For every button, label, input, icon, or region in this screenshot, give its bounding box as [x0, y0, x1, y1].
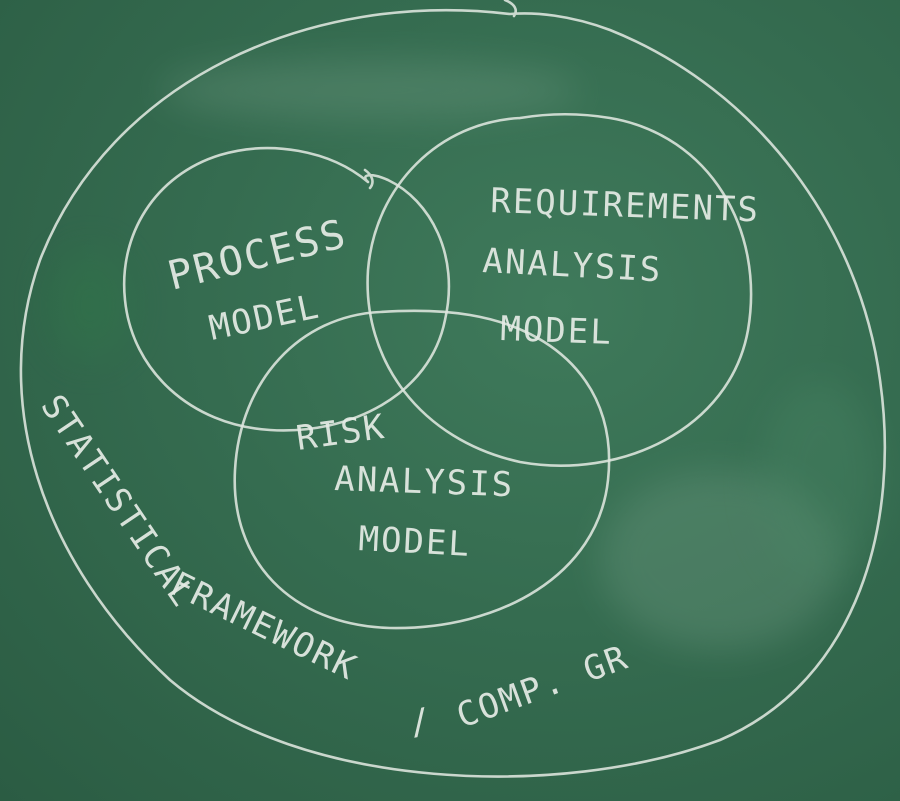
risk-label-line2: ANALYSIS — [334, 459, 515, 505]
caption-framework: FRAMEWORK — [164, 564, 363, 689]
caption-separator: / — [406, 700, 436, 744]
requirements-circle — [366, 112, 753, 467]
caption-comp-gr: COMP. GR — [451, 637, 634, 736]
risk-circle — [233, 309, 611, 630]
requirements-label-line3: MODEL — [500, 309, 614, 353]
requirements-label-line2: ANALYSIS — [482, 241, 664, 290]
chalk-smudge — [50, 250, 130, 360]
process-label-line1: PROCESS — [163, 211, 351, 300]
process-label-line2: MODEL — [206, 286, 324, 348]
outer-circle — [19, 0, 887, 778]
risk-label-line3: MODEL — [358, 519, 472, 565]
requirements-label-line1: REQUIREMENTS — [490, 181, 761, 230]
chalk-smudge — [760, 380, 880, 580]
risk-label-line1: RISK — [294, 407, 389, 459]
chalk-smudge — [160, 60, 580, 120]
chalk-smudge — [600, 470, 840, 650]
